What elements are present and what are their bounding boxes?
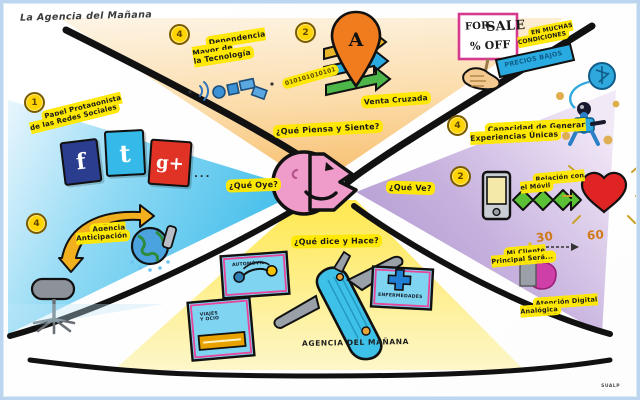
- drawing-stage: A: [4, 4, 636, 396]
- age-from: 30: [535, 228, 554, 246]
- note-atencion-digital: Atención Digital Analógica: [520, 295, 598, 316]
- twitter-icon[interactable]: t: [103, 128, 147, 178]
- quadrant-top-shape: [60, 18, 564, 180]
- artist-signature: SUALP: [601, 384, 620, 390]
- precios-bajos-banner: [494, 42, 576, 79]
- card-ticket-shape: [186, 296, 256, 362]
- question-que-oye: ¿Qué Oye?: [227, 180, 280, 191]
- cross-selling-arrows: A: [323, 10, 392, 97]
- for-sale-sign-shape: [457, 12, 519, 91]
- satellite-group: [188, 77, 274, 101]
- social-ellipsis: ...: [194, 169, 212, 180]
- left-wedge-edge: [8, 304, 164, 330]
- chair-shape: [30, 277, 76, 335]
- smartphone-shape: [481, 170, 512, 221]
- customer-face: [271, 150, 358, 216]
- card-vehicle-shape: [219, 250, 291, 300]
- question-que-ve: ¿Qué Ve?: [387, 182, 433, 194]
- for-sale-discount: % OFF: [469, 37, 511, 54]
- swiss-knife-shape: [273, 250, 404, 361]
- note-experiencias-unicas: Capacidad de Generar Experiencias Únicas: [470, 119, 586, 143]
- note-agencia-anticipacion: Agencia Anticipación: [75, 223, 129, 243]
- badge-right-4: 4: [447, 115, 468, 136]
- note-relacion-movil: Relación con el Móvil: [520, 171, 585, 192]
- card-health-shape: [369, 265, 435, 311]
- artwork-svg: A: [4, 4, 636, 396]
- agencia-del-manana-label: AGENCIA DEL MAÑANA: [301, 337, 410, 348]
- telescope-shape: [161, 225, 178, 250]
- question-que-dice-y-hace: ¿Qué dice y Hace?: [292, 236, 381, 247]
- heart-shape: [562, 165, 636, 224]
- badge-left-4: 4: [26, 213, 47, 234]
- googleplus-icon[interactable]: g+: [147, 138, 193, 188]
- badge-right-2: 2: [450, 166, 471, 187]
- svg-text:A: A: [348, 29, 364, 51]
- age-arrow-shape: [541, 243, 579, 251]
- card-ticket-label: VIAJES Y OCIO: [199, 311, 220, 323]
- age-to: 60: [586, 227, 605, 243]
- badge-left-1: 1: [24, 92, 45, 113]
- badge-top-2: 2: [295, 22, 316, 43]
- badge-top-4: 4: [169, 24, 190, 45]
- note-cliente-principal: Mi Cliente Principal Será...: [491, 245, 555, 266]
- facebook-icon[interactable]: f: [59, 137, 103, 187]
